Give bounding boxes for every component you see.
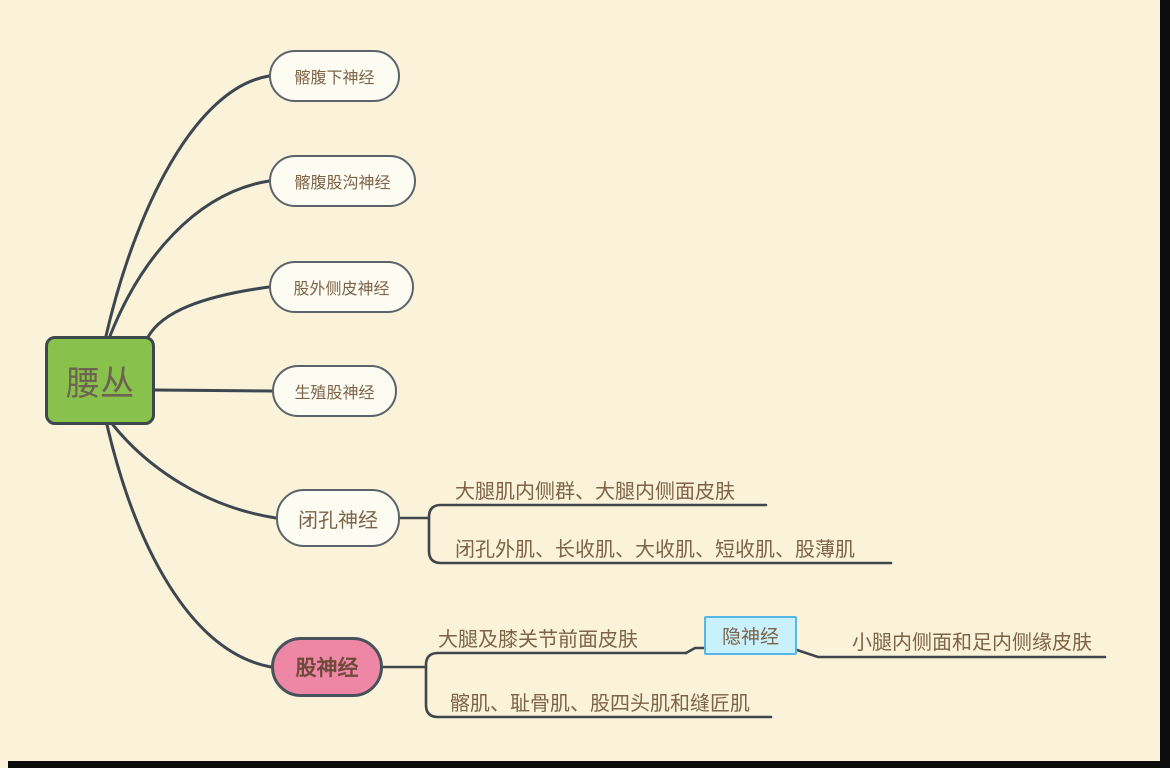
wire-genitofemoral bbox=[153, 388, 274, 393]
node-ilioinguinal-nerve[interactable]: 髂腹股沟神经 bbox=[269, 155, 416, 207]
node-saphenous-nerve[interactable]: 隐神经 bbox=[704, 616, 797, 655]
wire-iliohypogastric bbox=[104, 74, 271, 338]
node-label: 隐神经 bbox=[721, 626, 779, 648]
node-label: 髂腹股沟神经 bbox=[294, 173, 391, 192]
node-label: 股外侧皮神经 bbox=[293, 279, 390, 298]
leaf-femoral-muscles[interactable]: 髂肌、耻骨肌、股四头肌和缝匠肌 bbox=[450, 691, 750, 715]
node-label: 髂腹下神经 bbox=[294, 68, 375, 87]
canvas-edge-right bbox=[1160, 0, 1170, 768]
node-genitofemoral-nerve[interactable]: 生殖股神经 bbox=[272, 365, 397, 417]
wire-femoral bbox=[105, 423, 273, 669]
root-node-lumbar-plexus[interactable]: 腰丛 bbox=[45, 336, 155, 425]
leaf-obturator-skin-areas[interactable]: 大腿肌内侧群、大腿内侧面皮肤 bbox=[455, 479, 735, 503]
leaf-femoral-skin-area[interactable]: 大腿及膝关节前面皮肤 bbox=[438, 627, 638, 651]
leaf-saphenous-skin-area[interactable]: 小腿内侧面和足内侧缘皮肤 bbox=[852, 630, 1092, 654]
wire-lateral-femoral-cutaneous bbox=[146, 285, 271, 339]
node-label: 闭孔神经 bbox=[298, 507, 378, 532]
wire-obturator bbox=[111, 423, 278, 520]
node-label: 生殖股神经 bbox=[294, 383, 375, 402]
node-femoral-nerve[interactable]: 股神经 bbox=[271, 637, 383, 697]
saphenous-link-left bbox=[684, 646, 706, 655]
node-iliohypogastric-nerve[interactable]: 髂腹下神经 bbox=[269, 50, 400, 102]
root-label: 腰丛 bbox=[66, 364, 134, 404]
node-lateral-femoral-cutaneous-nerve[interactable]: 股外侧皮神经 bbox=[269, 261, 414, 313]
wire-ilioinguinal bbox=[108, 179, 271, 338]
leaf-obturator-muscles[interactable]: 闭孔外肌、长收肌、大收肌、短收肌、股薄肌 bbox=[455, 537, 855, 561]
node-label: 股神经 bbox=[295, 656, 359, 680]
canvas-edge-bottom bbox=[8, 761, 1170, 768]
node-obturator-nerve[interactable]: 闭孔神经 bbox=[276, 489, 400, 547]
